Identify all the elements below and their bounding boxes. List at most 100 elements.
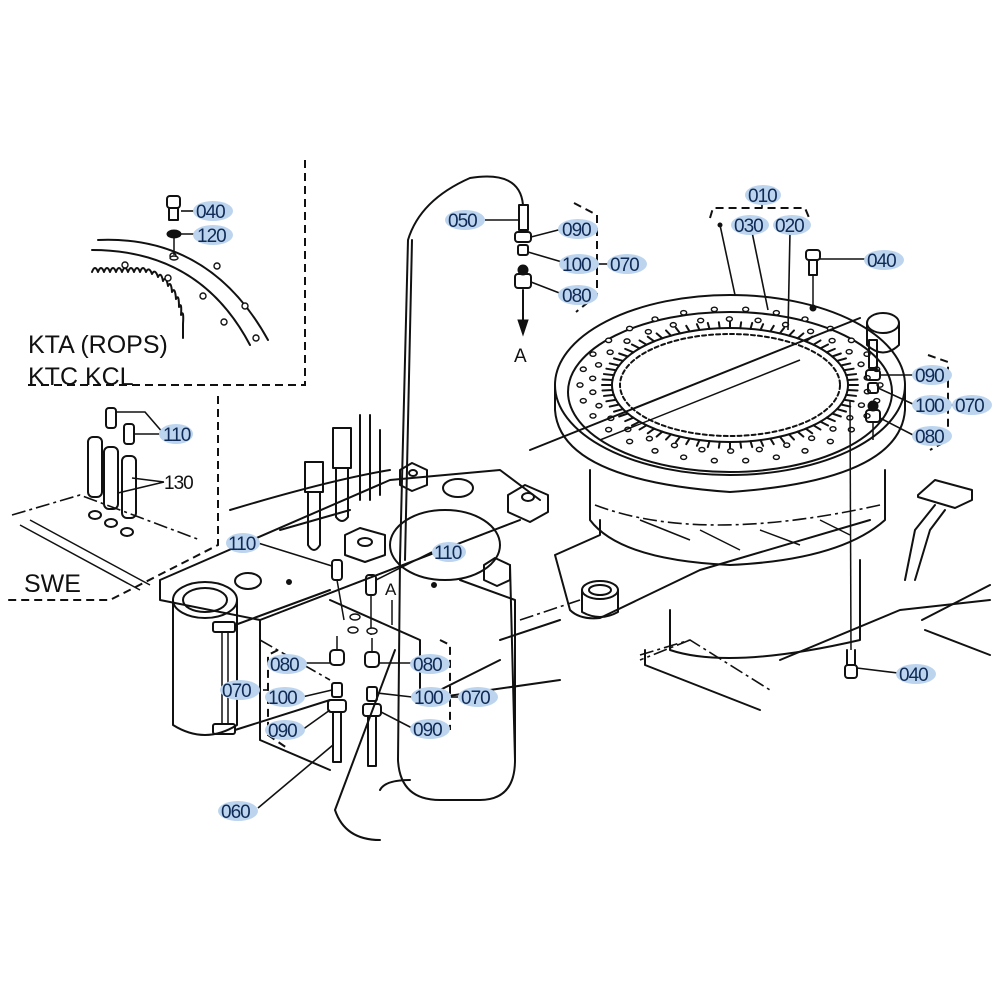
svg-text:080: 080 bbox=[915, 427, 944, 448]
bolt-hole bbox=[651, 316, 659, 323]
callout-040-inset[interactable]: 040 bbox=[193, 201, 233, 223]
gear-tooth bbox=[706, 440, 711, 449]
callout-090-ring[interactable]: 090 bbox=[912, 365, 952, 387]
svg-text:130: 130 bbox=[164, 473, 193, 494]
svg-text:120: 120 bbox=[197, 226, 226, 247]
bearing-assy-bracket bbox=[709, 207, 811, 221]
bolt-hole bbox=[696, 317, 705, 324]
callout-110-frame-left[interactable]: 110 bbox=[226, 533, 260, 555]
callout-050[interactable]: 050 bbox=[445, 210, 485, 232]
gear-tooth bbox=[812, 339, 822, 346]
bolt-hole bbox=[828, 337, 836, 344]
lower-left-fitting-icon bbox=[327, 636, 347, 763]
gear-tooth bbox=[769, 324, 775, 333]
callout-070-lower-left[interactable]: 070 bbox=[220, 680, 260, 702]
callout-100-upper[interactable]: 100 bbox=[559, 254, 599, 276]
nut-block-3 bbox=[507, 484, 549, 523]
gear-tooth bbox=[804, 427, 814, 435]
callout-010[interactable]: 010 bbox=[745, 185, 781, 207]
svg-text:100: 100 bbox=[562, 255, 591, 276]
gear-tooth bbox=[601, 388, 614, 392]
callout-070-upper[interactable]: 070 bbox=[607, 254, 647, 276]
bolt-hole bbox=[651, 447, 659, 454]
svg-text:020: 020 bbox=[775, 216, 804, 237]
bolt-hole bbox=[579, 397, 587, 404]
gear-tooth bbox=[796, 430, 805, 438]
lower-right-bracket bbox=[439, 639, 451, 730]
ring-bolt-holes bbox=[576, 306, 884, 464]
callout-labels: 040 120 110 130 050 090 100 070 080 010 … bbox=[159, 185, 992, 823]
callout-080-ring[interactable]: 080 bbox=[912, 426, 952, 448]
bolt-hole bbox=[710, 457, 719, 464]
svg-text:110: 110 bbox=[228, 534, 256, 555]
svg-text:090: 090 bbox=[915, 366, 944, 387]
gear-tooth bbox=[812, 424, 822, 431]
bolt-hole bbox=[710, 306, 719, 313]
gear-tooth bbox=[749, 321, 754, 330]
inset-ring-inner bbox=[91, 249, 251, 346]
bolt-hole bbox=[669, 321, 677, 328]
gear-tooth bbox=[839, 403, 852, 408]
callout-060[interactable]: 060 bbox=[218, 801, 258, 823]
callout-090-lower-left[interactable]: 090 bbox=[265, 720, 305, 742]
gear-tooth bbox=[759, 439, 765, 447]
bolt-hole bbox=[679, 309, 688, 316]
bolt-hole bbox=[576, 382, 584, 388]
callout-090-lower-right[interactable]: 090 bbox=[410, 719, 450, 741]
callout-070-lower-right[interactable]: 070 bbox=[458, 687, 498, 709]
bolt-hole bbox=[589, 389, 597, 396]
svg-text:090: 090 bbox=[413, 720, 442, 741]
gear-tooth bbox=[778, 435, 786, 444]
callout-120-inset[interactable]: 120 bbox=[193, 225, 233, 247]
inset-ring-outer bbox=[97, 238, 269, 341]
callout-040-ring-top[interactable]: 040 bbox=[864, 250, 904, 272]
callout-070-ring[interactable]: 070 bbox=[952, 395, 992, 417]
callout-100-lower-right[interactable]: 100 bbox=[411, 687, 451, 709]
bolt-hole bbox=[847, 426, 856, 433]
gear-tooth bbox=[695, 439, 701, 447]
bolt-hole bbox=[698, 446, 706, 453]
callout-090-upper[interactable]: 090 bbox=[558, 219, 598, 241]
gear-tooth bbox=[685, 437, 691, 446]
svg-text:110: 110 bbox=[434, 543, 462, 564]
gear-tooth bbox=[706, 321, 711, 330]
gear-tooth bbox=[638, 424, 648, 431]
gear-tooth bbox=[846, 378, 859, 382]
swe-grease-fittings-icon bbox=[105, 407, 135, 445]
connection-mark-a-top: A bbox=[514, 346, 527, 367]
swe-border bbox=[8, 396, 219, 601]
svg-text:040: 040 bbox=[899, 665, 928, 686]
gear-tooth bbox=[638, 339, 648, 346]
lower-left-bracket bbox=[267, 649, 288, 749]
gear-tooth bbox=[778, 326, 786, 335]
callout-040-ring-bottom[interactable]: 040 bbox=[896, 664, 936, 686]
callout-110-swe[interactable]: 110 bbox=[159, 424, 193, 446]
callout-030[interactable]: 030 bbox=[731, 215, 769, 237]
callout-110-frame-right[interactable]: 110 bbox=[432, 542, 466, 564]
gear-tooth bbox=[831, 412, 842, 418]
ring-leaders bbox=[709, 204, 954, 679]
callout-080-upper[interactable]: 080 bbox=[558, 285, 598, 307]
gear-tooth bbox=[831, 352, 842, 358]
gear-tooth bbox=[835, 357, 848, 362]
inset-kta-rops: KTA (ROPS) KTC KCL bbox=[28, 160, 306, 391]
callout-080-lower-right[interactable]: 080 bbox=[410, 654, 450, 676]
callout-130-swe: 130 bbox=[164, 473, 194, 494]
gear-tooth bbox=[796, 332, 805, 340]
callout-080-lower-left[interactable]: 080 bbox=[267, 654, 307, 676]
callout-100-ring[interactable]: 100 bbox=[912, 395, 952, 417]
bolt-hole bbox=[847, 337, 856, 344]
ring-base bbox=[589, 469, 886, 566]
svg-text:100: 100 bbox=[915, 396, 944, 417]
svg-text:110: 110 bbox=[163, 425, 191, 446]
bolt-hole bbox=[594, 362, 603, 368]
bolt-hole bbox=[606, 349, 614, 356]
inset-border bbox=[28, 160, 306, 386]
gear-tooth bbox=[674, 326, 682, 335]
bolt-hole bbox=[670, 442, 679, 449]
callout-100-lower-left[interactable]: 100 bbox=[265, 687, 305, 709]
gear-tooth bbox=[846, 388, 859, 392]
gear-tooth bbox=[624, 347, 635, 354]
ring-top-bolt-icon bbox=[805, 249, 821, 312]
callout-020[interactable]: 020 bbox=[773, 215, 811, 237]
